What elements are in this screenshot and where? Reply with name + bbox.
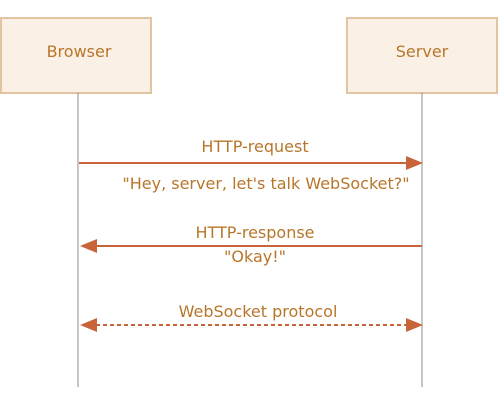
- http-response-note: "Okay!": [224, 247, 286, 266]
- http-request-message: HTTP-request "Hey, server, let's talk We…: [79, 137, 423, 193]
- server-box: [346, 17, 498, 94]
- websocket-protocol-message: WebSocket protocol: [80, 302, 423, 332]
- http-request-label: HTTP-request: [201, 137, 308, 156]
- http-response-arrow-head: [80, 239, 97, 253]
- browser-box: [0, 17, 152, 94]
- websocket-protocol-arrow-head-right: [406, 318, 423, 332]
- websocket-protocol-arrow-head-left: [80, 318, 97, 332]
- http-request-arrow-head: [406, 156, 423, 170]
- http-request-note: "Hey, server, let's talk WebSocket?": [122, 174, 409, 193]
- server-label: Server: [396, 42, 449, 61]
- http-response-message: HTTP-response "Okay!": [80, 223, 422, 266]
- browser-label: Browser: [47, 42, 112, 61]
- browser-participant: Browser: [0, 17, 152, 94]
- http-response-label: HTTP-response: [195, 223, 314, 242]
- websocket-protocol-label: WebSocket protocol: [179, 302, 338, 321]
- server-participant: Server: [346, 17, 498, 94]
